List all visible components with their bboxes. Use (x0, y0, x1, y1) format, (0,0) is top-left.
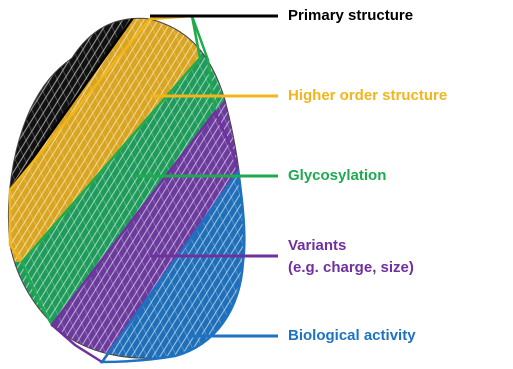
variants-label: Variants (288, 236, 346, 255)
glycosylation-label: Glycosylation (288, 166, 386, 185)
primary-structure-label: Primary structure (288, 6, 413, 25)
higher-order-structure-label: Higher order structure (288, 86, 447, 105)
variants-example-label: (e.g. charge, size) (288, 258, 414, 277)
biological-activity-label: Biological activity (288, 326, 416, 345)
